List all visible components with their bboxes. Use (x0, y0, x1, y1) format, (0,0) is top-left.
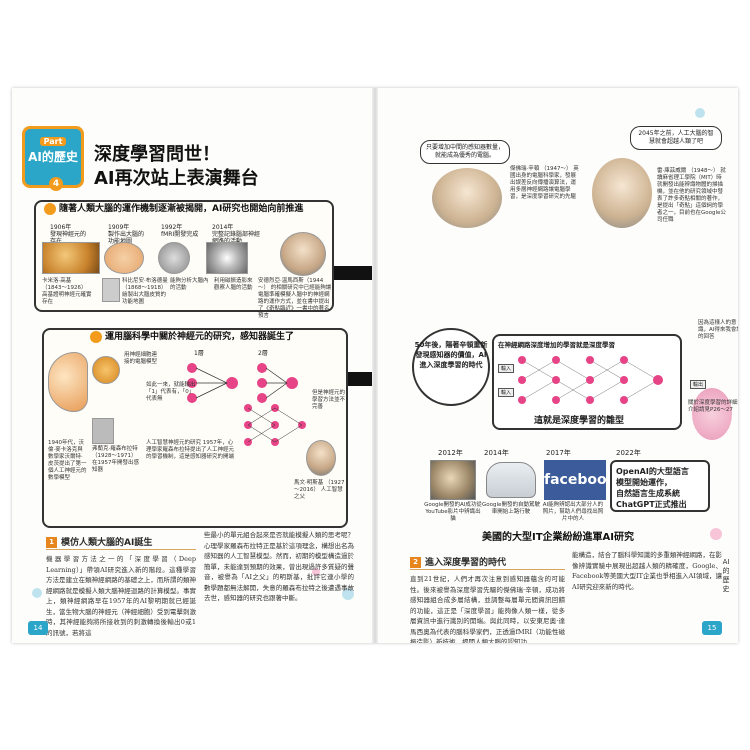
facebook-caption: AI能夠辨認出大部分人的照片，幫助人們尋找出照片中的人 (542, 502, 604, 522)
cat-photo (430, 460, 476, 500)
perceptron-output-note: 如此一來，就能輸出「1」代表有，「0」代表無 (146, 382, 196, 402)
year-2012: 2012年 (438, 449, 463, 457)
layer-1-label: 1層 (194, 350, 204, 357)
year-2014: 2014年 (484, 449, 509, 457)
kurzweil-caption: 安德烈亞·溫馬西斯（1944～） 的相關研究中已經能夠讓電腦準確模擬人腦中的神經… (258, 278, 332, 319)
deep-learning-era-circle: 50年後，陽著辛頓重新發現感知器的價值，AI進入深度學習的時代 (412, 328, 490, 406)
brain-note: 因為這樣人的意識，AI得來我會說的回答 (698, 320, 738, 340)
brain-map-image (104, 242, 144, 274)
golgi-caption: 卡米洛·高基 （1843～1926） 高基證明神經元確實存在 (42, 278, 92, 305)
connector-arrow (334, 266, 375, 280)
brain-illustration (692, 388, 732, 440)
side-tab: AI的歷史 (722, 558, 730, 593)
connector-arrow (348, 372, 375, 386)
self-driving-car-photo (486, 462, 536, 498)
timeline-1909: 1909年製作出大腦的功能地圖 (108, 224, 145, 245)
perceptron-diagram (187, 363, 298, 403)
year-2017: 2017年 (546, 449, 571, 457)
section-2-column-2: 能構造，結合了腦科學知識的多重類神經網路，在影像辨識實驗中展現出超越人類的精確度… (572, 551, 722, 591)
rosenblatt-caption: 弗蘭克·羅森布拉特 （1928～1971） 在1957年開發出感知器 (92, 446, 139, 473)
section-1-column-1: 機器學習方法之一的「深度學習（Deep Learning）」帶領AI研究進入新的… (46, 555, 196, 637)
fmri-note: 利用磁振造影來觀察人腦的活動 (214, 278, 253, 291)
perceptron-history-note: 人工智慧神經元的研究 1957年，心理學家羅森布拉特提出了人工神經元的學習機制，… (146, 440, 235, 460)
hinton-caption: 傑佛瑞·辛頓 （1947～） 英國出身的電腦科學家，發展出誤差反向傳播演算法，運… (510, 166, 579, 200)
kurzweil-portrait (280, 232, 326, 276)
openai-box: OpenAI的大型語言 模型開始運作， 自然語言生成系統 ChatGPT正式推出 (610, 460, 710, 512)
book-gutter (372, 88, 378, 643)
part-number: 4 (49, 177, 63, 191)
right-page (375, 88, 738, 643)
multilayer-diagram (244, 404, 306, 446)
fmri-image (158, 242, 190, 274)
decor-dot (710, 528, 722, 540)
page-title-line2: AI再次站上表演舞台 (94, 168, 259, 189)
minsky-caption: 馬文·明斯基 （1927～2016） 人工智慧之父 (294, 480, 345, 500)
brain-scan-image (206, 242, 248, 274)
left-page: Part AI的歷史 4 深度學習問世！ AI再次站上表演舞台 隨著人類大腦的運… (12, 88, 375, 643)
decor-dot (342, 588, 354, 600)
section-1-column-2: 些最小的單元組合起來是否就能模擬人類的思考呢？心理學家羅森布拉特正是基於這項理念… (204, 531, 354, 602)
perceptron-box: 運用腦科學中關於神經元的研究，感知器誕生了 用神經細胞連接的電腦模型 1940年… (42, 328, 348, 528)
decor-dot (32, 588, 42, 598)
minsky-note: 但是神經元的學習方法並不完善 (312, 390, 346, 410)
bullet-icon (90, 330, 102, 343)
hinton-portrait (432, 168, 502, 228)
page-number-left: 14 (28, 621, 48, 635)
book-spread: Part AI的歷史 4 深度學習問世！ AI再次站上表演舞台 隨著人類大腦的運… (12, 88, 738, 643)
fmri-caption: 能夠分析大腦內的活動 (170, 278, 209, 291)
nn-subtitle: 這就是深度學習的雛型 (534, 416, 625, 426)
brodmann-portrait (102, 278, 120, 302)
brain-research-heading: 隨著人類大腦的運作機制逐漸被揭開，AI研究也開始向前推進 (44, 200, 324, 218)
openai-line-3: 自然語言生成系統 (616, 489, 680, 498)
bullet-icon (44, 202, 56, 215)
kurzweil-speech-bubble: 2045年之前，人工大腦的智慧就會超越人類了吧 (630, 126, 722, 150)
decor-dot (695, 108, 705, 118)
car-caption: Google開發的自動駕駛車開始上路行駛 (482, 502, 540, 515)
neural-network-box: 在神經網路深度增加的學習就是深度學習 輸入 輸入 這就是深度學習的雛型 (492, 334, 682, 430)
cat-caption: Google開發的AI成功從YouTube影片中辨識出貓 (424, 502, 482, 522)
brain-research-box: 隨著人類大腦的運作機制逐漸被揭開，AI研究也開始向前推進 1906年發現神經元的… (34, 200, 334, 319)
perceptron-heading: 運用腦科學中關於神經元的研究，感知器誕生了 (90, 328, 338, 346)
part-title: AI的歷史 (28, 150, 78, 164)
rosenblatt-portrait (92, 418, 114, 444)
openai-line-1: OpenAI的大型語言 (616, 467, 689, 476)
brain-reference-note: 關於深度學習的詳細介紹請見P26～27 (688, 400, 738, 413)
minsky-portrait (306, 440, 336, 476)
hinton-speech-bubble: 只要增加中間的感知器數量，就能成為優秀的電腦。 (420, 140, 510, 164)
facebook-logo: facebook (544, 460, 616, 500)
openai-line-2: 模型開始運作， (616, 478, 672, 487)
kurzweil-portrait-right (592, 158, 652, 228)
nn-output-label: 輸出 (690, 380, 707, 389)
timeline-2014: 2014年完整記錄腦部神經網路的活動 (212, 224, 261, 245)
page-title-line1: 深度學習問世！ (94, 144, 220, 165)
neuron-icon (92, 356, 120, 384)
head-brain-image (48, 352, 88, 412)
part-badge: Part AI的歷史 4 (22, 126, 84, 191)
openai-line-4: ChatGPT正式推出 (616, 500, 687, 509)
kurzweil-caption-right: 雷·庫茲威爾 （1948～） 就讀麻省理工學院（MIT）時就開發出能辨識物體的掃… (657, 168, 726, 223)
part-label: Part (39, 137, 67, 146)
nn-diagram (518, 356, 663, 404)
neuron-image (42, 242, 100, 274)
decor-dot (312, 568, 320, 576)
nn-input-label: 輸入 (498, 364, 515, 373)
it-companies-label: 美國的大型IT企業紛紛進軍AI研究 (482, 532, 635, 543)
neuron-note: 用神經細胞連接的電腦模型 (124, 352, 158, 365)
nn-input-label: 輸入 (498, 388, 515, 397)
timeline-1906: 1906年發現神經元的存在 (50, 224, 87, 245)
mcculloch-caption: 1940年代，沃倫·麥卡洛克與數學家沃爾特·皮茨提出了第一個人工神經元的數學模型 (48, 440, 87, 481)
year-2022: 2022年 (616, 449, 641, 457)
layer-2-label: 2層 (258, 350, 268, 357)
page-number-right: 15 (702, 621, 722, 635)
nn-title: 在神經網路深度增加的學習就是深度學習 (498, 341, 615, 349)
brodmann-caption: 科比尼安·布洛德曼 （1868～1918） 繪製出大腦皮質的功能地圖 (122, 278, 168, 305)
section-2-column-1: 直到21世紀，人們才再次注意到感知器蘊含的可能性。後來被譽為深度學習先驅的傑佛瑞… (410, 575, 565, 643)
